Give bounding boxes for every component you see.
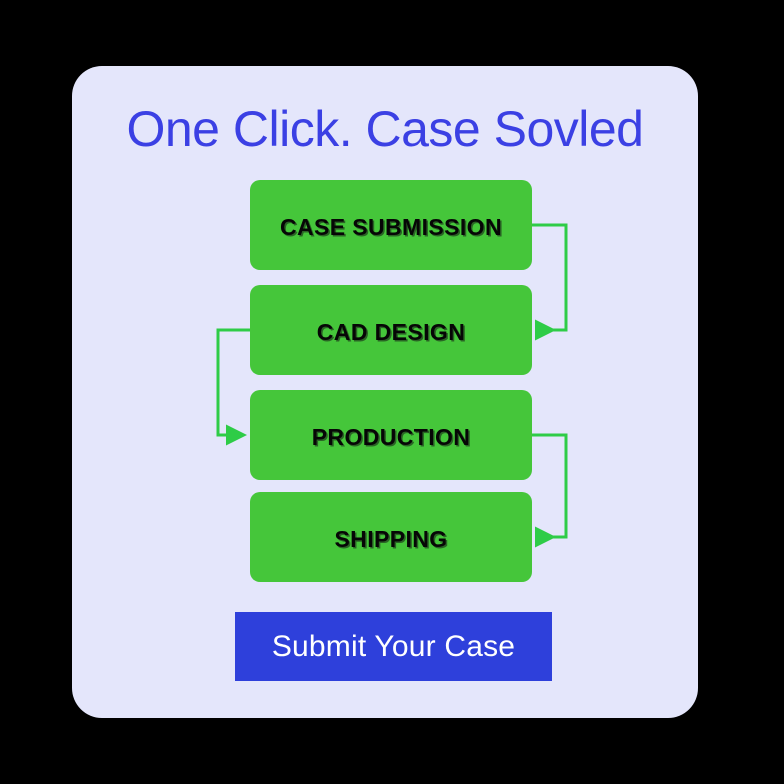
flow-node-cad-design[interactable]: CAD DESIGN <box>250 285 532 375</box>
flow-node-case-submission[interactable]: CASE SUBMISSION <box>250 180 532 270</box>
flow-node-label: CASE SUBMISSION <box>280 214 502 240</box>
page-title: One Click. Case Sovled <box>126 101 644 157</box>
connector-production-to-shipping <box>532 433 568 548</box>
workflow-diagram: CASE SUBMISSION CAD DESIGN PRODUCTION SH… <box>72 66 698 718</box>
submit-your-case-button[interactable]: Submit Your Case <box>235 612 552 681</box>
flow-node-label: CAD DESIGN <box>316 319 466 345</box>
connector-cad-design-to-production <box>216 328 250 446</box>
workflow-card: One Click. Case Sovled <box>72 66 698 718</box>
connector-case-submission-to-cad-design <box>532 223 568 341</box>
flow-node-label: SHIPPING <box>334 526 448 552</box>
flow-node-label: PRODUCTION <box>311 424 471 450</box>
flow-node-shipping[interactable]: SHIPPING <box>250 492 532 582</box>
flow-node-production[interactable]: PRODUCTION <box>250 390 532 480</box>
